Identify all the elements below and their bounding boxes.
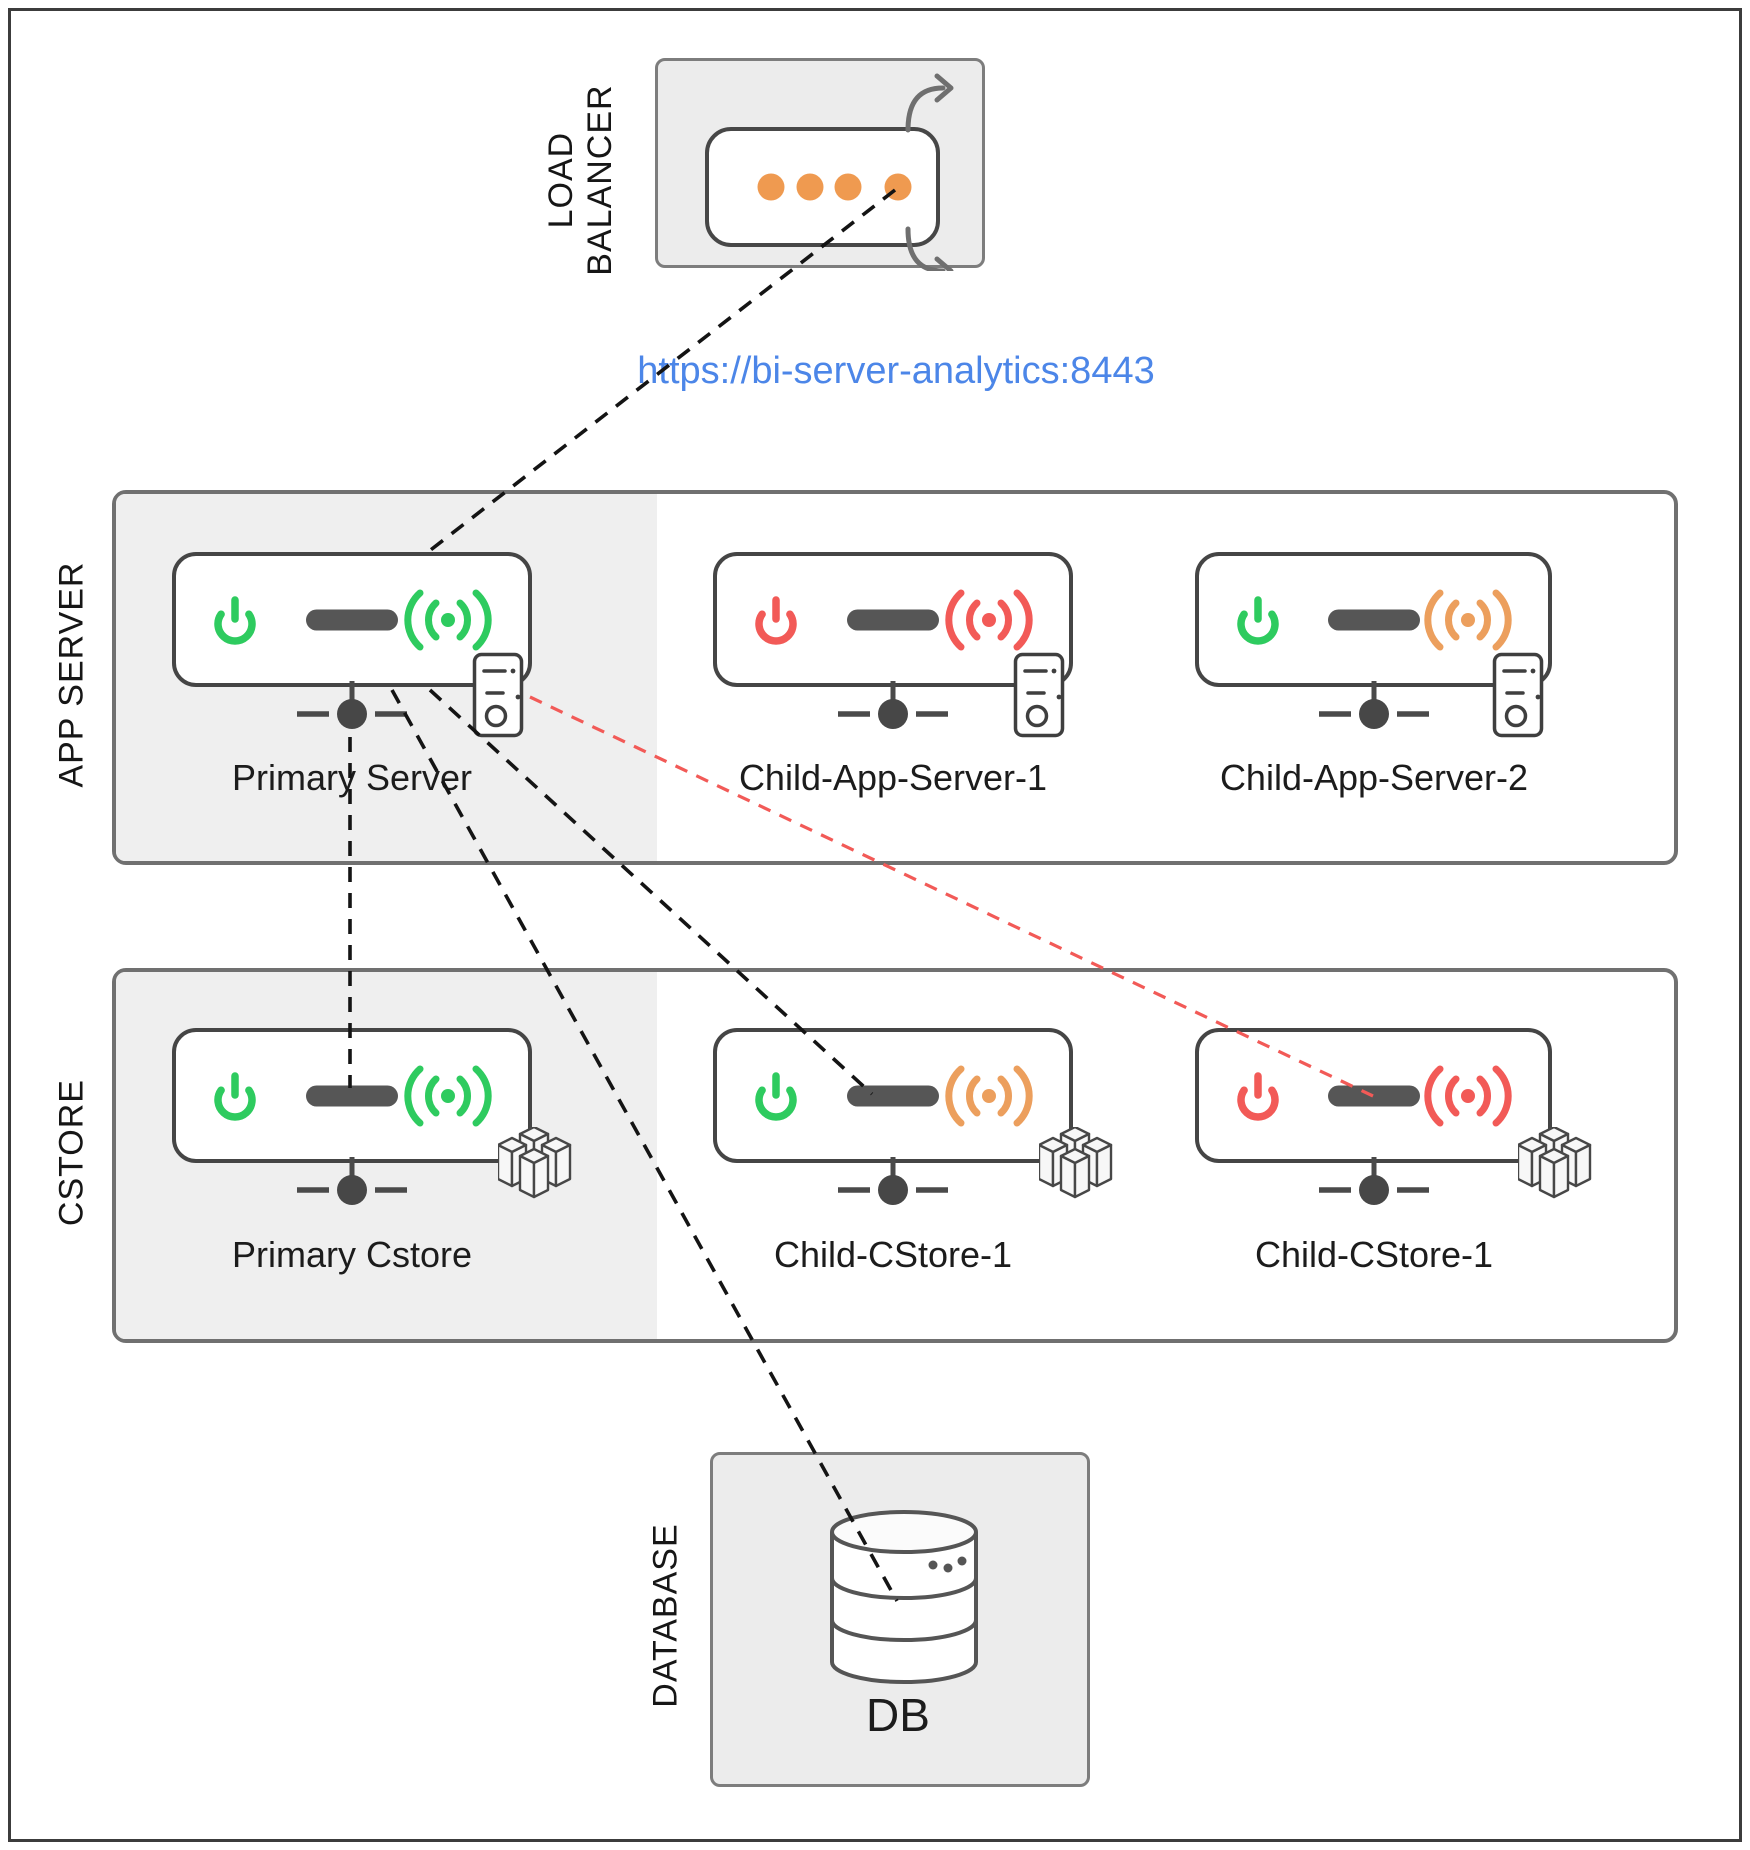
server-label: Child-App-Server-2 <box>1219 757 1529 798</box>
server-card-primary-cstore <box>172 1028 532 1163</box>
cubes-icon <box>1518 1127 1592 1205</box>
cstore-section-label: CSTORE <box>52 1079 91 1227</box>
network-node-icon <box>1299 1157 1449 1212</box>
load-balancer-icon <box>705 127 940 247</box>
load-balancer-box <box>655 58 985 271</box>
database-section-label: DATABASE <box>646 1523 685 1708</box>
power-icon <box>753 1069 799 1123</box>
cubes-icon <box>498 1127 572 1205</box>
server-label: Primary Server <box>231 757 473 798</box>
signal-icon <box>396 588 500 652</box>
power-icon <box>212 1069 258 1123</box>
database-icon <box>830 1510 978 1684</box>
app-server-section-label: APP SERVER <box>52 561 91 788</box>
network-node-icon <box>818 681 968 736</box>
database-node-label: DB <box>866 1689 930 1741</box>
status-bar <box>306 609 398 630</box>
request-dots-icon <box>757 173 912 201</box>
server-tower-icon <box>472 652 524 738</box>
server-card-child-app-server-2 <box>1195 552 1552 738</box>
server-tower-icon <box>1013 652 1065 738</box>
server-label: Child-CStore-1 <box>1254 1234 1494 1275</box>
status-bar <box>847 1085 939 1106</box>
server-card-child-app-server-1 <box>713 552 1073 738</box>
signal-icon <box>937 588 1041 652</box>
status-bar <box>1327 609 1420 630</box>
load-balancer-section-label: LOAD BALANCER <box>541 84 619 276</box>
server-tower-icon <box>1492 652 1544 738</box>
network-node-icon <box>818 1157 968 1212</box>
server-card-primary-server <box>172 552 532 738</box>
signal-icon <box>1416 1064 1520 1128</box>
network-node-icon <box>277 1157 427 1212</box>
load-balancer-url-link[interactable]: https://bi-server-analytics:8443 <box>637 350 1155 392</box>
status-bar <box>306 1085 398 1106</box>
power-icon <box>212 593 258 647</box>
server-card-child-cstore-2 <box>1195 1028 1552 1163</box>
power-icon <box>1235 1069 1281 1123</box>
server-card-child-cstore-1 <box>713 1028 1073 1163</box>
server-label: Primary Cstore <box>231 1234 473 1275</box>
status-bar <box>847 609 939 630</box>
cubes-icon <box>1039 1127 1113 1205</box>
power-icon <box>753 593 799 647</box>
signal-icon <box>1416 588 1520 652</box>
signal-icon <box>937 1064 1041 1128</box>
status-bar <box>1327 1085 1420 1106</box>
server-label: Child-App-Server-1 <box>738 757 1048 798</box>
signal-icon <box>396 1064 500 1128</box>
network-node-icon <box>1299 681 1449 736</box>
power-icon <box>1235 593 1281 647</box>
server-label: Child-CStore-1 <box>773 1234 1013 1275</box>
network-node-icon <box>277 681 427 736</box>
